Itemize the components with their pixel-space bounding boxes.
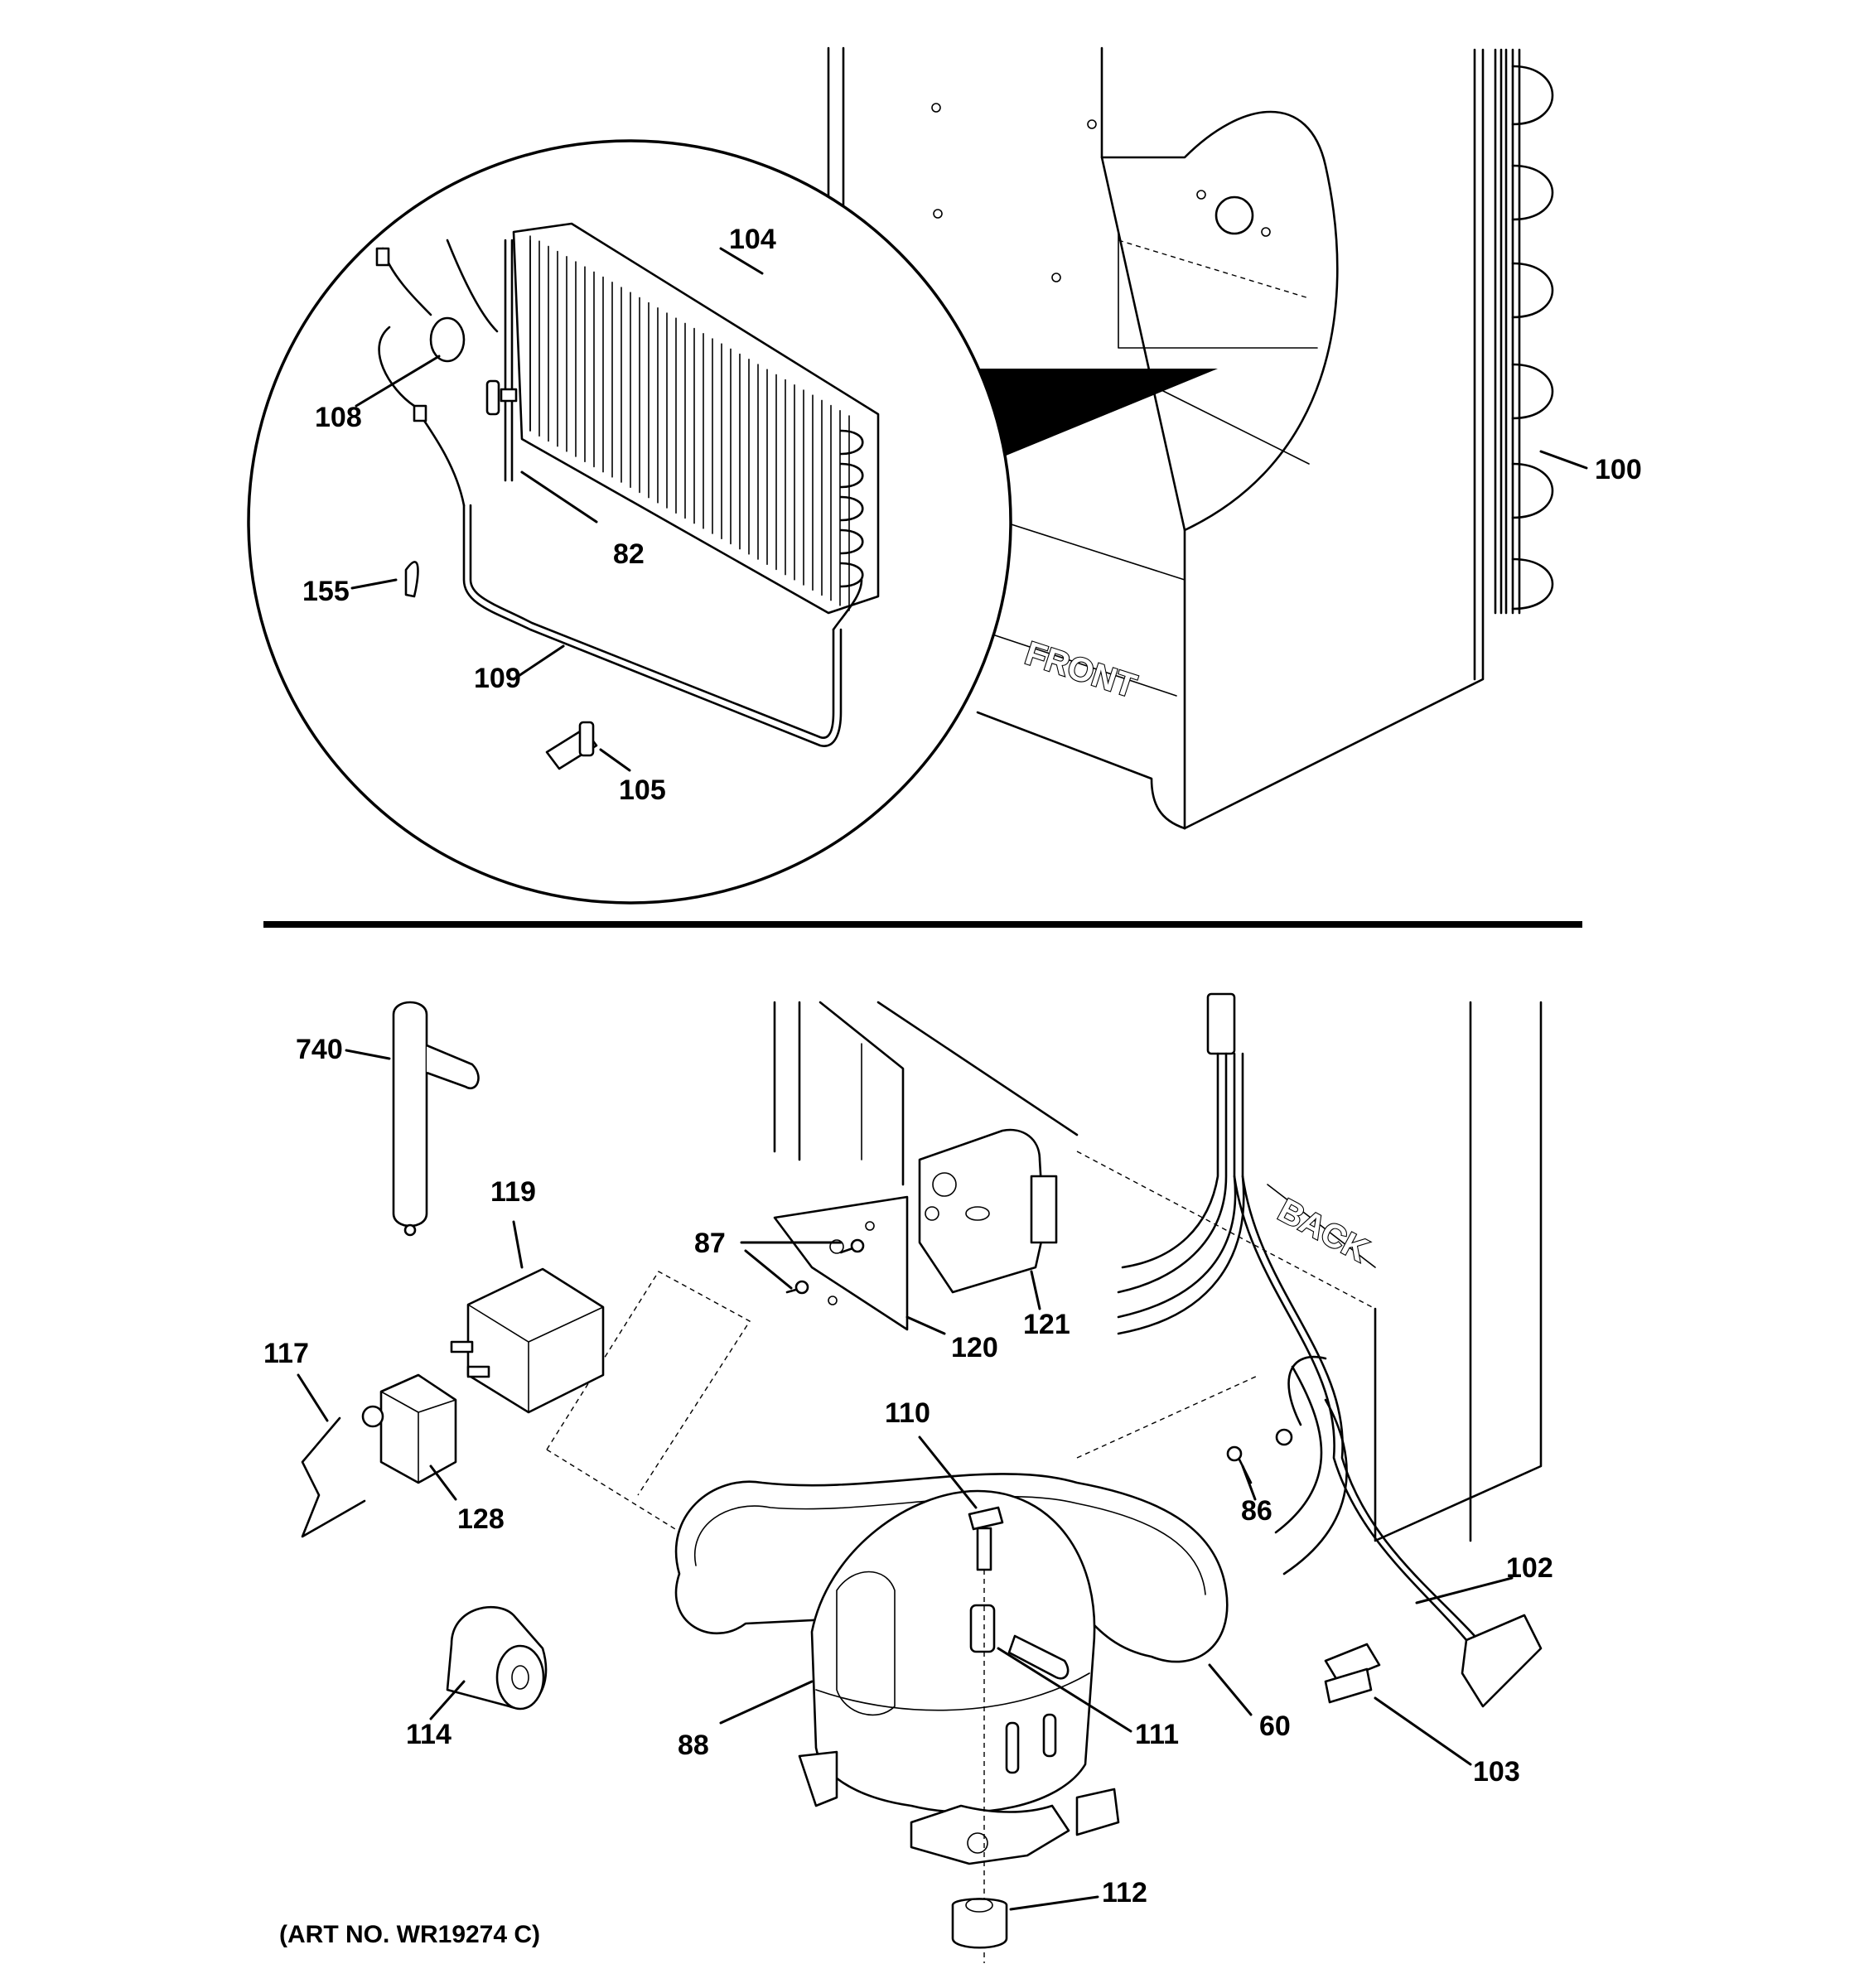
ground-wire (1226, 1355, 1327, 1484)
compressor (798, 1489, 1120, 1865)
mount-bolt (968, 1506, 1004, 1571)
heater-clip (404, 561, 419, 598)
label-117: 117 (263, 1338, 309, 1369)
label-121: 121 (1023, 1309, 1070, 1340)
label-109: 109 (474, 663, 521, 694)
defrost-thermostat (375, 239, 499, 507)
cord-clip (1324, 1643, 1381, 1704)
front-label: FRONT (1021, 635, 1141, 705)
overload-protector (361, 1373, 457, 1484)
label-111: 111 (1135, 1719, 1179, 1750)
defrost-heater-tube (462, 504, 863, 747)
evaporator-coil (485, 222, 880, 615)
label-112: 112 (1102, 1877, 1147, 1908)
label-114: 114 (406, 1719, 452, 1750)
label-104: 104 (729, 224, 776, 255)
bracket-screws (785, 1238, 865, 1295)
cabinet-panel-top (827, 46, 1485, 830)
evaporator-fins (529, 235, 850, 611)
label-103: 103 (1473, 1756, 1520, 1788)
start-relay (450, 1267, 605, 1414)
label-100: 100 (1595, 454, 1642, 485)
mount-sleeve (969, 1604, 996, 1653)
label-102: 102 (1506, 1552, 1553, 1584)
label-110: 110 (885, 1397, 930, 1429)
label-740: 740 (296, 1034, 343, 1065)
label-105: 105 (619, 774, 666, 806)
timer-bracket (773, 1195, 909, 1331)
section-divider (263, 921, 1582, 928)
callout-pointer (961, 369, 1218, 464)
label-120: 120 (951, 1332, 998, 1363)
filter-drier (392, 1001, 480, 1237)
label-88: 88 (678, 1730, 709, 1761)
mount-grommet (951, 1898, 1008, 1949)
cabinet-panel-bottom (773, 1001, 1543, 1542)
label-155: 155 (302, 576, 350, 607)
insulation-tape-roll (446, 1605, 548, 1711)
label-87: 87 (694, 1228, 726, 1259)
label-86: 86 (1241, 1495, 1272, 1527)
art-number: (ART NO. WR19274 C) (279, 1921, 540, 1948)
label-108: 108 (315, 402, 362, 433)
back-label: BACK (1272, 1192, 1374, 1269)
label-119: 119 (490, 1176, 536, 1208)
relay-wire (301, 1416, 366, 1538)
defrost-timer (918, 1128, 1058, 1294)
power-cord-harness (1117, 992, 1543, 1708)
label-82: 82 (613, 538, 645, 570)
label-128: 128 (457, 1503, 505, 1535)
condenser-coil (1494, 48, 1554, 615)
label-60: 60 (1259, 1711, 1291, 1742)
drain-fitting (545, 721, 598, 770)
